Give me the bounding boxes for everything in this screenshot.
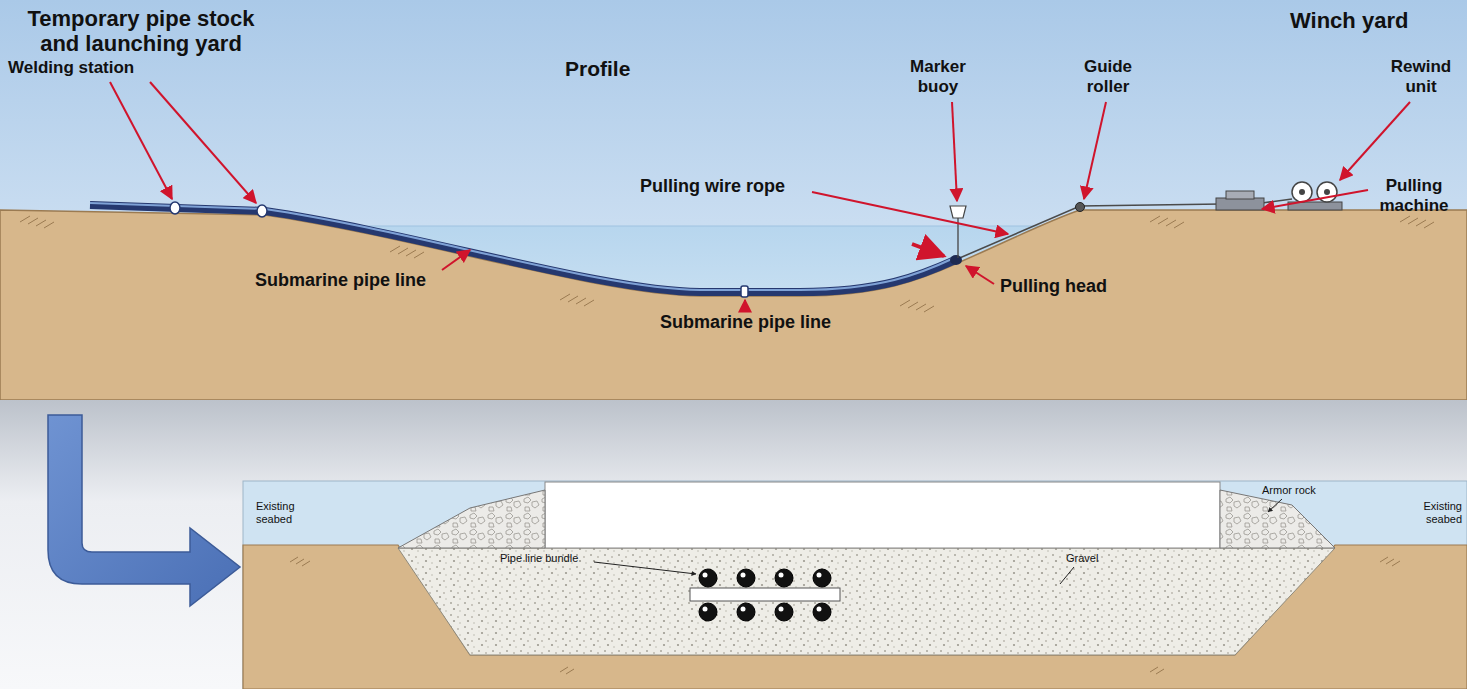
trench-cross-section bbox=[1220, 490, 1335, 548]
part-label: Submarine pipe line bbox=[660, 312, 831, 333]
pipe-line-bundle bbox=[703, 607, 708, 612]
trench-cross-section bbox=[290, 557, 1400, 674]
part-label: Pulling wire rope bbox=[640, 176, 785, 197]
lower-panel bbox=[0, 400, 1467, 689]
ground-hatching bbox=[20, 216, 54, 228]
ground-hatching bbox=[1150, 216, 1184, 228]
pulling-machine bbox=[1216, 198, 1264, 210]
yard-heading: Temporary pipe stock and launching yard bbox=[10, 6, 272, 56]
pipe-line-bundle bbox=[690, 569, 840, 621]
ground-hatching bbox=[560, 294, 594, 306]
trench-cross-section bbox=[243, 545, 1467, 689]
yard-heading: Winch yard bbox=[1290, 8, 1408, 33]
lower-panel bbox=[0, 400, 1467, 689]
callout-arrow bbox=[1340, 102, 1410, 180]
leader-line bbox=[594, 499, 1282, 584]
part-label: Submarine pipe line bbox=[255, 270, 426, 291]
section-label: Existing seabed bbox=[1406, 500, 1462, 526]
pipe-line-bundle bbox=[775, 569, 793, 587]
marker-buoy bbox=[950, 206, 966, 258]
weld-joint bbox=[170, 202, 748, 297]
pipe-line-bundle bbox=[775, 603, 793, 621]
flow-arrow bbox=[48, 415, 240, 606]
part-label: Welding station bbox=[8, 58, 134, 78]
pulling-head bbox=[950, 255, 962, 265]
trench-cross-section bbox=[545, 482, 1220, 548]
trench-cross-section bbox=[398, 548, 1335, 655]
pipe-line-bundle bbox=[741, 607, 746, 612]
profile-panel bbox=[320, 226, 1060, 227]
pipe-line-bundle bbox=[779, 607, 784, 612]
pipe-line-bundle bbox=[699, 569, 831, 621]
submarine-pipeline bbox=[90, 203, 955, 292]
callout-arrow bbox=[952, 102, 957, 201]
pipe-line-bundle bbox=[737, 569, 755, 587]
callout-arrow bbox=[1084, 102, 1106, 199]
submarine-pipeline bbox=[90, 205, 955, 292]
leader-line bbox=[1060, 567, 1074, 584]
guide-roller bbox=[1076, 203, 1085, 212]
pipe-line-bundle bbox=[703, 573, 708, 578]
trench-cross-section bbox=[243, 481, 1467, 689]
callout-arrow bbox=[966, 266, 994, 284]
part-label: Rewind unit bbox=[1383, 57, 1459, 97]
trench-cross-section bbox=[243, 481, 1467, 689]
callout-arrow bbox=[812, 192, 1008, 234]
callout-arrow bbox=[110, 82, 172, 199]
part-label: Marker buoy bbox=[898, 57, 978, 97]
profile-panel bbox=[0, 0, 1467, 400]
ground-hatching bbox=[900, 300, 934, 312]
pipe-line-bundle bbox=[817, 607, 822, 612]
rewind-unit bbox=[1292, 182, 1312, 202]
weld-joint bbox=[257, 205, 267, 217]
pipe-line-bundle bbox=[703, 573, 822, 612]
pipe-line-bundle bbox=[813, 603, 831, 621]
pipe-line-bundle bbox=[813, 569, 831, 587]
pipe-line-bundle bbox=[779, 573, 784, 578]
pipe-line-bundle bbox=[737, 603, 755, 621]
submarine-pipeline bbox=[90, 203, 954, 290]
weld-joint bbox=[170, 202, 180, 214]
weld-joint bbox=[741, 286, 748, 297]
pipe-line-bundle bbox=[741, 573, 746, 578]
callout-arrow bbox=[150, 82, 256, 203]
pipe-line-bundle bbox=[690, 588, 840, 601]
pulling-machine bbox=[1216, 191, 1264, 210]
callout-arrow bbox=[912, 244, 944, 256]
pipe-line-bundle bbox=[817, 573, 822, 578]
rewind-unit bbox=[1299, 189, 1305, 195]
section-label: Pipe line bundle bbox=[500, 552, 578, 565]
pulling-machine bbox=[1226, 191, 1254, 199]
section-label: Gravel bbox=[1066, 552, 1098, 565]
part-label: Pulling head bbox=[1000, 276, 1107, 297]
profile-panel bbox=[0, 210, 1467, 400]
section-label: Armor rock bbox=[1262, 484, 1316, 497]
callout-arrow bbox=[110, 82, 1410, 310]
rewind-unit bbox=[1324, 189, 1330, 195]
guide-roller bbox=[1076, 203, 1085, 212]
marker-buoy bbox=[950, 206, 966, 218]
pulling-wire-rope bbox=[955, 199, 1292, 260]
view-title: Profile bbox=[565, 57, 630, 81]
profile-panel bbox=[0, 0, 1467, 400]
callout-arrow bbox=[442, 250, 470, 270]
pipe-line-bundle bbox=[699, 603, 717, 621]
part-label: Pulling machine bbox=[1370, 176, 1458, 216]
callout-arrow bbox=[744, 300, 746, 310]
flow-arrow bbox=[48, 415, 240, 606]
callout-arrow bbox=[1262, 190, 1368, 209]
ground-hatching bbox=[1400, 216, 1434, 228]
pulling-head bbox=[950, 255, 962, 265]
ground-hatching bbox=[20, 216, 1434, 312]
leader-line bbox=[1268, 499, 1282, 512]
ground-hatching bbox=[390, 246, 424, 258]
trench-cross-section bbox=[398, 490, 545, 548]
section-label: Existing seabed bbox=[256, 500, 312, 526]
part-label: Guide roller bbox=[1072, 57, 1144, 97]
pipe-line-bundle bbox=[699, 569, 717, 587]
leader-line bbox=[594, 562, 696, 574]
